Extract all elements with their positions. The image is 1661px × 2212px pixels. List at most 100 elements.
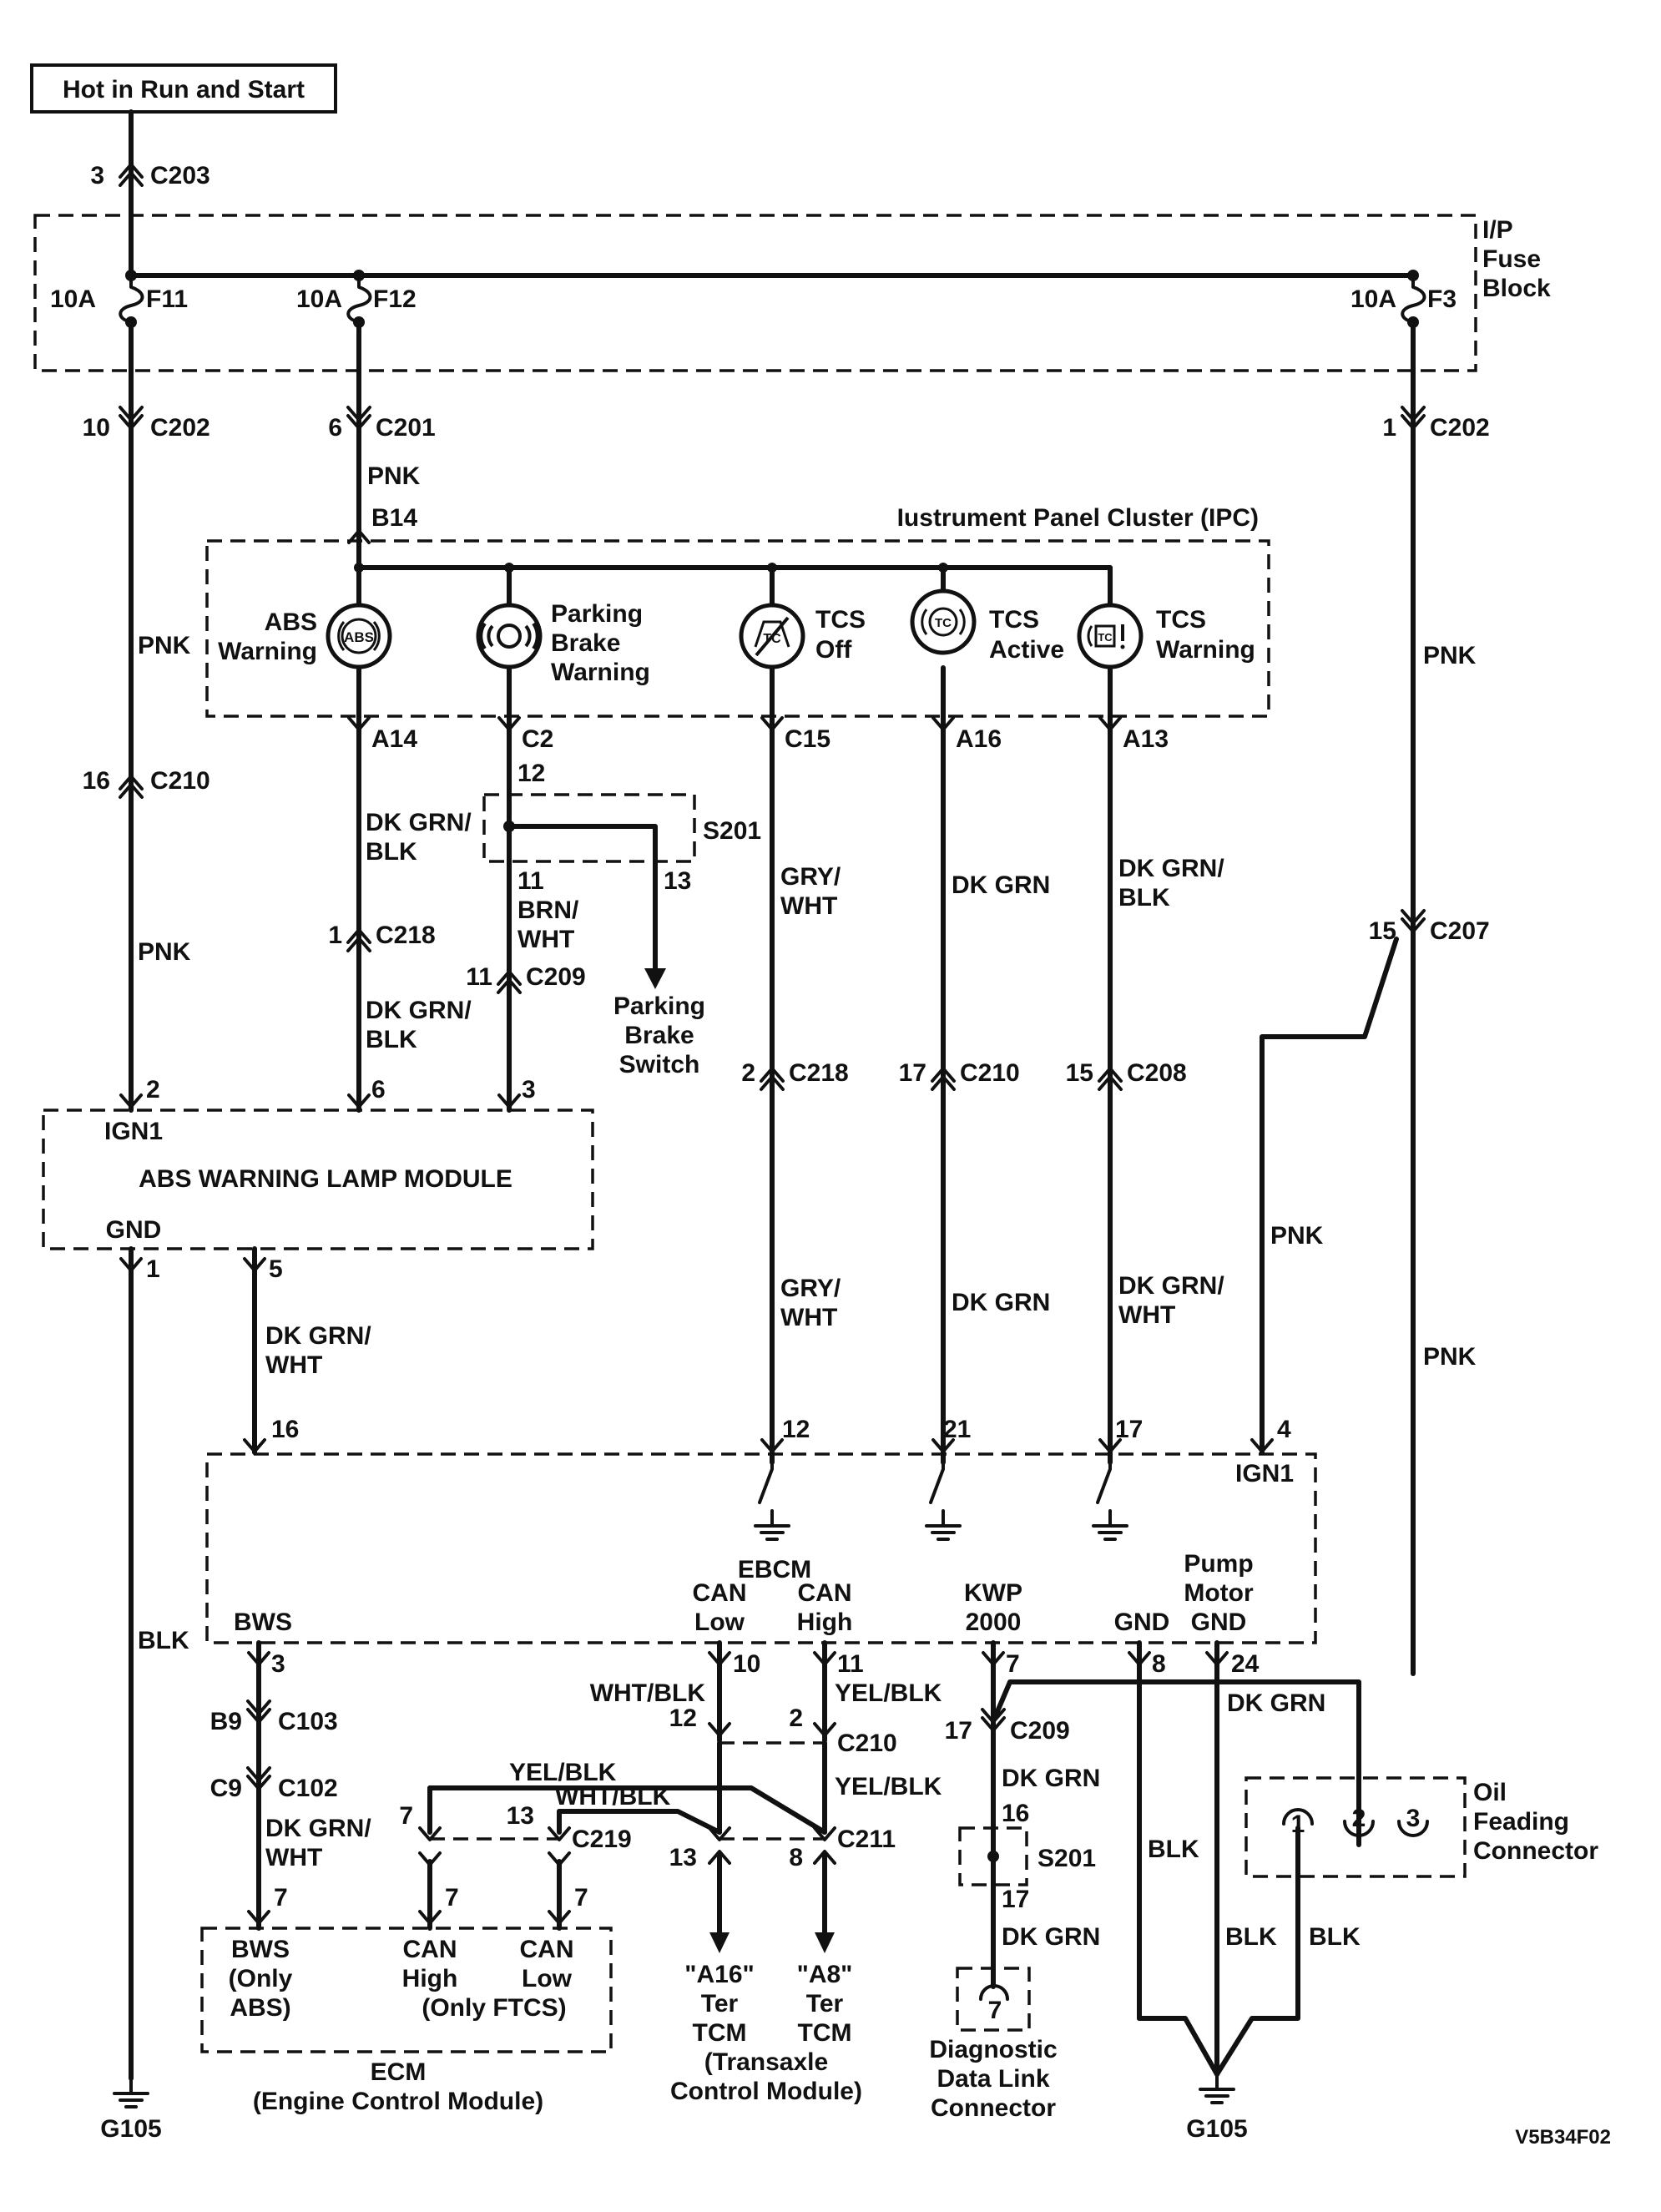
wire-blk-gnd: BLK — [1148, 1836, 1199, 1863]
wire-grywht-2a: GRY/ — [780, 1275, 841, 1302]
abs-module-gnd: GND — [106, 1216, 162, 1244]
ebcm-pin-16: 16 — [271, 1416, 299, 1443]
c102-pin: C9 — [210, 1775, 242, 1802]
svg-text:10A: 10A — [296, 285, 342, 313]
ebcm-pin-bws: 3 — [271, 1650, 285, 1678]
c218-tcs-pin: 2 — [741, 1059, 755, 1087]
s201-bottom-pin-out: 17 — [1002, 1886, 1029, 1913]
wire-grywht-1b: WHT — [780, 892, 837, 920]
c202-left-pin: 10 — [83, 414, 110, 442]
dlc-label-1: Diagnostic — [929, 2036, 1057, 2063]
tcm-title-2: Control Module) — [670, 2078, 862, 2105]
wire-yelblk-right: YEL/BLK — [835, 1773, 942, 1800]
ecm-canh-2: High — [402, 1965, 458, 1992]
wire-dkgrnwht-bws-2: WHT — [265, 1844, 322, 1871]
svg-text:ABS: ABS — [344, 629, 374, 645]
abs-module-pin-gnd: 1 — [146, 1255, 160, 1283]
ecm-bws-2: (Only — [229, 1965, 293, 1992]
ebcm-pump-1: Pump — [1184, 1550, 1253, 1578]
wire-pnk-ebcm: PNK — [1270, 1222, 1324, 1250]
wire-blk-pump: BLK — [1225, 1923, 1277, 1951]
ebcm-canhigh-2: High — [797, 1608, 853, 1636]
wire-dkgrn-tcs-2: DK GRN — [952, 1289, 1050, 1316]
brake-lamp-name-3: Warning — [551, 659, 650, 686]
wire-grywht-1a: GRY/ — [780, 863, 841, 891]
ebcm-canhigh-1: CAN — [798, 1579, 852, 1607]
fuse-f12: 10A F12 — [296, 274, 417, 328]
c202-left-name: C202 — [150, 414, 210, 442]
svg-text:TC: TC — [1098, 631, 1113, 644]
oil-connector-box — [1244, 1776, 1467, 1878]
wire-dkgrnwht-abs-2: WHT — [265, 1351, 322, 1379]
oil-pin-1: 1 — [1282, 1808, 1314, 1838]
s201-bottom-box — [958, 1826, 1028, 1886]
abs-lamp-name-1: ABS — [265, 609, 317, 636]
ecm-canh-1: CAN — [403, 1936, 457, 1963]
ebcm-pin-17: 17 — [1115, 1416, 1143, 1443]
oil-connector-label-1: Oil — [1473, 1779, 1507, 1806]
ecm-bws-3: ABS) — [230, 1994, 290, 2022]
ebcm-pin-canhigh: 11 — [837, 1650, 864, 1678]
wire-dkgrn-oil: DK GRN — [1227, 1689, 1325, 1717]
tcm-a16-2: Ter — [701, 1990, 739, 2018]
ipc-pin-a13: A13 — [1123, 725, 1169, 753]
wire-abs-dkgrnblk-1b: BLK — [366, 838, 417, 866]
svg-text:3: 3 — [1406, 1805, 1421, 1832]
wire-pnk-left-1: PNK — [138, 632, 191, 659]
wire-dkgrnwht-bws-1: DK GRN/ — [265, 1815, 371, 1842]
c218-tcs-name: C218 — [789, 1059, 849, 1087]
ipc-box — [205, 539, 1270, 718]
ipc-pin-b14: B14 — [371, 504, 417, 532]
ipc-title: Iustrument Panel Cluster (IPC) — [897, 504, 1259, 532]
wire-pnk-right-2: PNK — [1423, 1343, 1477, 1371]
c203-name: C203 — [150, 162, 210, 189]
ecm-title-1: ECM — [371, 2058, 427, 2086]
wire-tcswarn-1a: DK GRN/ — [1118, 855, 1224, 882]
ground-left: G105 — [100, 2115, 161, 2143]
ecm-title-2: (Engine Control Module) — [253, 2088, 543, 2115]
s201-top-pin-a: 11 — [517, 867, 544, 895]
wire-abs-dkgrnblk-2b: BLK — [366, 1026, 417, 1053]
c210-left-pin: 16 — [83, 767, 110, 795]
c208-pin: 15 — [1066, 1059, 1093, 1087]
ebcm-title: EBCM — [738, 1556, 811, 1583]
dlc-box — [956, 1967, 1031, 2032]
tcm-a16-1: "A16" — [684, 1961, 754, 1988]
ipc-pin-c15: C15 — [785, 725, 830, 753]
wire-brn-wht-1: BRN/ — [517, 896, 579, 924]
abs-module-ign: IGN1 — [104, 1118, 163, 1145]
tcs-warning-name-1: TCS — [1156, 606, 1206, 634]
c202-right-name: C202 — [1430, 414, 1490, 442]
ebcm-pin-pump: 24 — [1231, 1650, 1260, 1678]
wire-grywht-2b: WHT — [780, 1304, 837, 1331]
ecm-canl-1: CAN — [520, 1936, 574, 1963]
brake-lamp-icon — [476, 603, 543, 669]
ebcm-ign: IGN1 — [1235, 1460, 1294, 1487]
tcs-warning-lamp-icon: TC — [1077, 603, 1144, 669]
c209-park-pin: 11 — [466, 963, 492, 991]
wire-brn-wht-2: WHT — [517, 926, 574, 953]
wire-pnk-right-1: PNK — [1423, 642, 1477, 669]
svg-text:10A: 10A — [50, 285, 96, 313]
power-source-label: Hot in Run and Start — [63, 76, 305, 104]
ebcm-canlow-2: Low — [694, 1608, 745, 1636]
tcs-off-lamp-icon: TC — [739, 603, 805, 669]
ebcm-pin-4: 4 — [1277, 1416, 1291, 1443]
ipc-pin-c2: C2 — [522, 725, 553, 753]
c211-pin-a: 13 — [669, 1844, 697, 1871]
tcs-active-name-2: Active — [989, 636, 1064, 664]
ebcm-pump-3: GND — [1191, 1608, 1247, 1636]
ebcm-kwp-2: 2000 — [966, 1608, 1022, 1636]
c202-right-pin: 1 — [1382, 414, 1396, 442]
ebcm-gnd: GND — [1114, 1608, 1170, 1636]
c210-left-name: C210 — [150, 767, 210, 795]
s201-top-name: S201 — [703, 817, 761, 845]
tcs-warning-name-2: Warning — [1156, 636, 1255, 664]
dlc-label-3: Connector — [931, 2094, 1056, 2122]
abs-lamp-name-2: Warning — [218, 638, 317, 665]
svg-text:2: 2 — [1352, 1805, 1366, 1832]
figure-code: V5B34F02 — [1515, 2126, 1611, 2149]
c210-can-name: C210 — [837, 1730, 897, 1757]
ebcm-box — [205, 1452, 1317, 1644]
wire-dkgrn-kwp-2: DK GRN — [1002, 1923, 1100, 1951]
